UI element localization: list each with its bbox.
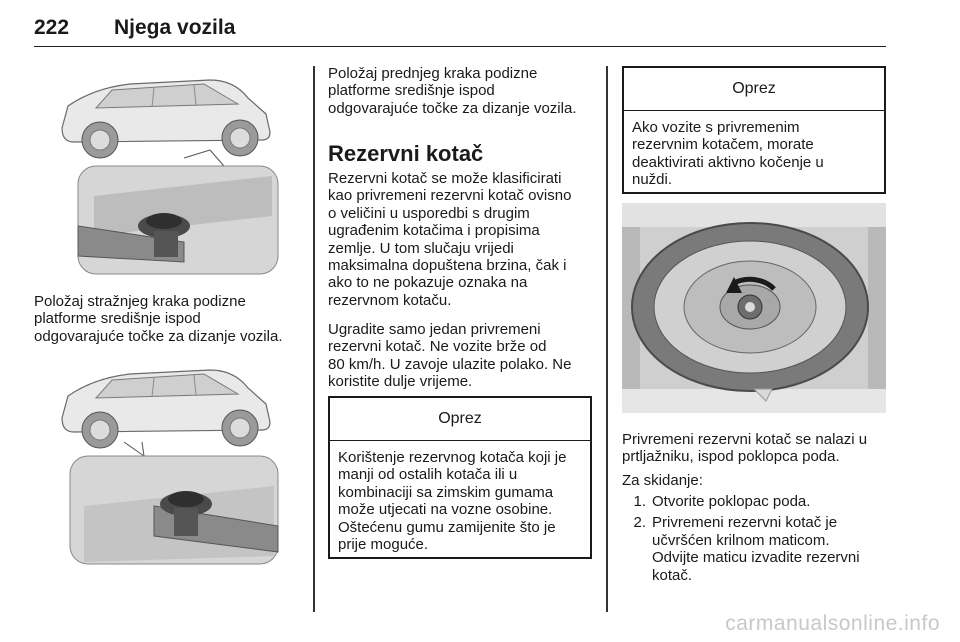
spare-wheel-paragraph-2: Ugradite samo jedan privremeni rezervni … (328, 321, 572, 391)
page-header: 222 Njega vozila (34, 8, 886, 47)
caution-text: Korištenje rezervnog kotača koji je manj… (338, 449, 567, 554)
front-lift-caption: Položaj prednjeg kraka podizne platforme… (328, 65, 577, 117)
spare-wheel-location-caption: Privremeni rezervni kotač se nalazi u pr… (622, 431, 868, 466)
rear-lift-point-illustration (34, 66, 298, 276)
section-heading: Rezervni kotač (328, 141, 484, 166)
column-divider-left (313, 66, 315, 612)
removal-intro: Za skidanje: (622, 472, 703, 489)
spare-wheel-paragraph-1: Rezervni kotač se može klasificirati kao… (328, 170, 572, 309)
watermark: carmanualsonline.info (725, 612, 940, 635)
page-number: 222 (34, 16, 70, 39)
column-divider-right (606, 66, 608, 612)
rear-lift-caption: Položaj stražnjeg kraka podizne platform… (34, 293, 283, 345)
caution-text: Ako vozite s privremenim rezervnim kotač… (632, 119, 824, 189)
list-item: 2. Privremeni rezervni kotač je učvršćen… (633, 514, 860, 584)
spare-wheel-in-trunk-illustration (622, 203, 886, 413)
caution-box-middle: Oprez Korištenje rezervnog kotača koji j… (328, 396, 592, 559)
list-item: 1. Otvorite poklopac poda. (633, 493, 811, 510)
caution-title: Oprez (624, 68, 884, 111)
caution-title: Oprez (330, 398, 590, 441)
front-lift-point-illustration (34, 356, 298, 566)
page-title: Njega vozila (114, 16, 236, 39)
caution-box-right: Oprez Ako vozite s privremenim rezervnim… (622, 66, 886, 194)
removal-steps: 1. Otvorite poklopac poda. 2. Privremeni… (622, 493, 894, 584)
